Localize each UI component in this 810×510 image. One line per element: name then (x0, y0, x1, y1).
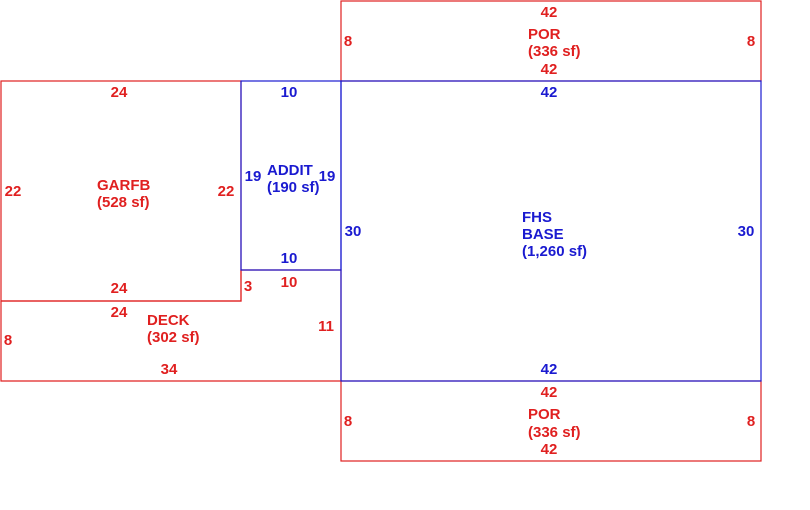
por-bottom-dim-left: 8 (344, 413, 352, 430)
garfb-dim-right: 22 (218, 183, 235, 200)
addit-dim-bottom: 10 (281, 250, 298, 267)
addit-dim-top: 10 (281, 84, 298, 101)
fhs-base-outline (340, 80, 762, 382)
garfb-dim-bottom: 24 (111, 280, 128, 297)
fhs-dim-bottom: 42 (541, 361, 558, 378)
deck-dim-top-right: 10 (281, 274, 298, 291)
fhs-dim-left: 30 (345, 223, 362, 240)
garfb-dim-top: 24 (111, 84, 128, 101)
garfb-dim-left: 22 (5, 183, 22, 200)
por-bottom-area: (336 sf) (528, 424, 581, 441)
fhs-area: (1,260 sf) (522, 243, 587, 260)
deck-dim-left: 8 (4, 332, 12, 349)
por-bottom-dim-bottom: 42 (541, 441, 558, 458)
garfb-name: GARFB (97, 177, 150, 194)
por-bottom-dim-right: 8 (747, 413, 755, 430)
addit-area: (190 sf) (267, 179, 320, 196)
fhs-name-line2: BASE (522, 226, 564, 243)
por-bottom-dim-top: 42 (541, 384, 558, 401)
fhs-name-line1: FHS (522, 209, 552, 226)
deck-dim-right: 11 (318, 318, 334, 335)
por-top-name: POR (528, 26, 561, 43)
fhs-dim-top: 42 (541, 84, 558, 101)
deck-dim-top-left: 24 (111, 304, 128, 321)
garfb-area: (528 sf) (97, 194, 150, 211)
deck-area: (302 sf) (147, 329, 200, 346)
deck-name: DECK (147, 312, 190, 329)
por-bottom-name: POR (528, 406, 561, 423)
fhs-dim-right: 30 (738, 223, 755, 240)
addit-dim-left: 19 (245, 168, 262, 185)
addit-dim-right: 19 (319, 168, 336, 185)
deck-dim-step: 3 (244, 278, 252, 295)
deck-dim-bottom: 34 (161, 361, 178, 378)
por-top-dim-bottom: 42 (541, 61, 558, 78)
por-top-dim-top: 42 (541, 4, 558, 21)
addit-name: ADDIT (267, 162, 313, 179)
por-top-dim-right: 8 (747, 33, 755, 50)
por-top-area: (336 sf) (528, 43, 581, 60)
por-top-dim-left: 8 (344, 33, 352, 50)
